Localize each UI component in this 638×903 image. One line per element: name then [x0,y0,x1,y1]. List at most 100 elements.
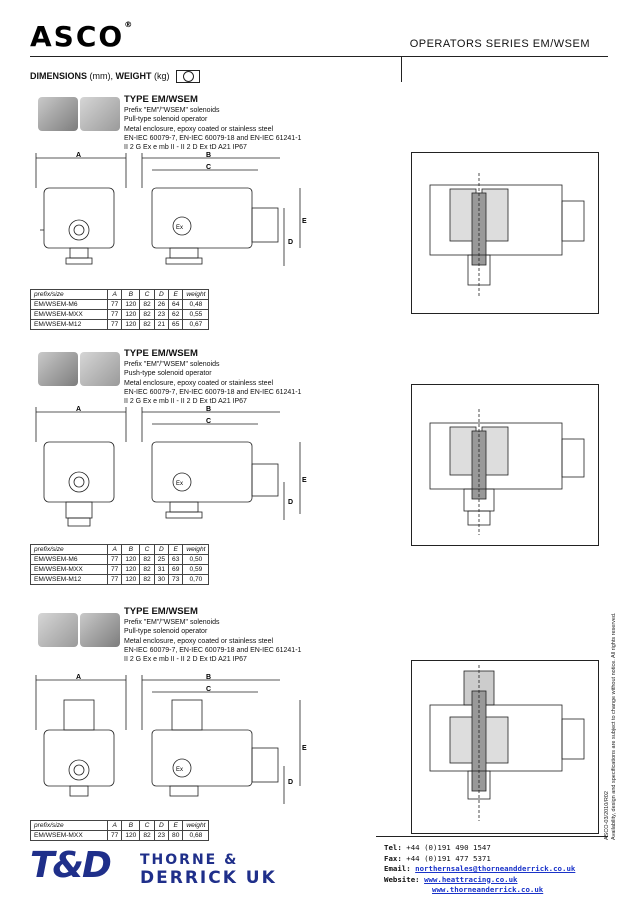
dim-label-b: B [206,152,211,159]
dim-label-b: B [206,406,211,413]
tel-label: Tel: [384,843,402,852]
dim-label-d: D [288,499,293,506]
table-cell: 77 [106,554,123,565]
dim-label-e: E [302,477,307,484]
column-header: B [121,289,141,300]
table-cell: 80 [168,830,184,841]
table-cell: 120 [121,564,141,575]
cross-section-1 [411,152,599,314]
registered-mark: ® [124,20,135,29]
table-cell: 30 [153,574,170,585]
footer-rule [376,836,608,837]
header-vertical-rule [401,56,402,82]
column-header: weight [182,544,210,555]
table-cell: 69 [168,564,184,575]
email-link[interactable]: northernsales@thorneandderrick.co.uk [415,864,576,873]
document-code: ASCO-03/2010/R02 [604,791,610,840]
fax-label: Fax: [384,853,402,863]
section-3-dimension-drawing: A B C D E Ex [35,674,307,804]
contact-email: Email: northernsales@thorneandderrick.co… [384,864,575,875]
table-cell: 0,68 [182,830,210,841]
table-cell: 0,48 [182,299,210,310]
table-cell: 77 [106,564,123,575]
column-header: E [168,820,184,831]
table-cell: 26 [153,299,170,310]
dim-label-c: C [206,418,211,425]
table-cell: 82 [139,574,155,585]
table-cell: 120 [121,309,141,320]
company-name-line1: THORNE & [140,852,239,868]
dim-label-d: D [288,779,293,786]
table-cell: 0,50 [182,554,210,565]
column-header: D [153,820,170,831]
dim-label-b: B [206,674,211,681]
table-cell: 77 [106,574,123,585]
table-cell: 120 [121,554,141,565]
column-header: A [106,544,123,555]
table-cell: EM/WSEM-M6 [30,554,108,565]
table-header-row: prefix/size A B C D E weight [30,820,210,831]
column-header: C [139,289,155,300]
table-cell: 82 [139,299,155,310]
product-photo-2a [38,352,78,386]
dim-label-c: C [206,686,211,693]
dim-label-e: E [302,218,307,225]
table-cell: 0,67 [182,319,210,330]
tel-number: +44 (0)191 490 1547 [406,843,491,852]
column-header: D [153,289,170,300]
table-cell: 120 [121,574,141,585]
website-link-thorneanderrick[interactable]: www.thorneanderrick.co.uk [432,885,544,894]
dim-label-a: A [76,674,81,681]
weight-unit: (kg) [151,70,170,81]
table-cell: 65 [168,319,184,330]
table-header-row: prefix/size A B C D E weight [30,289,210,300]
table-cell: 77 [106,299,123,310]
table-cell: 0,70 [182,574,210,585]
legal-note: ASCO-03/2010/R02 [604,791,610,840]
table-cell: 0,59 [182,564,210,575]
table-cell: 25 [153,554,170,565]
dim-label-c: C [206,164,211,171]
column-header: E [168,289,184,300]
column-header: weight [182,820,210,831]
dim-label-e: E [302,745,307,752]
column-header: B [121,544,141,555]
website-link-heattracing[interactable]: www.heattracing.co.uk [424,874,518,884]
table-cell: 31 [153,564,170,575]
table-cell: 62 [168,309,184,320]
company-name-line2: DERRICK UK [140,868,277,888]
dimensions-unit: (mm), [87,70,116,81]
disclaimer-text: Availability, design and specifications … [611,612,617,840]
cross-section-2 [411,384,599,546]
table-cell: 82 [139,319,155,330]
column-header: A [106,820,123,831]
section-1-dimension-drawing: A B C D E Ex [35,152,307,266]
contact-fax: Fax: +44 (0)191 477 5371 [384,854,575,865]
column-header: E [168,544,184,555]
dim-label-a: A [76,152,81,159]
asco-logo: ASCO® [30,20,134,53]
section-2-dimension-drawing: A B C D E Ex [35,406,307,527]
dimensions-heading: DIMENSIONS (mm), WEIGHT (kg) [30,70,200,83]
table-cell: 82 [139,554,155,565]
table-cell: EM/WSEM-M6 [30,299,108,310]
section-3-title: TYPE EM/WSEM [124,606,198,617]
table-cell: 0,55 [182,309,210,320]
section-2-description: Prefix "EM"/"WSEM" solenoids Push-type s… [124,361,302,406]
contact-block: Tel: +44 (0)191 490 1547 Fax: +44 (0)191… [384,843,575,896]
dim-label-a: A [76,406,81,413]
table-cell: 77 [106,830,123,841]
table-cell: 63 [168,554,184,565]
column-header: prefix/size [30,544,108,555]
table-cell: EM/WSEM-M12 [30,574,108,585]
table-cell: 64 [168,299,184,310]
section-1-description: Prefix "EM"/"WSEM" solenoids Pull-type s… [124,107,302,152]
section-3-description: Prefix "EM"/"WSEM" solenoids Pull-type s… [124,619,302,664]
table-cell: 73 [168,574,184,585]
contact-tel: Tel: +44 (0)191 490 1547 [384,843,575,854]
table-cell: 120 [121,319,141,330]
